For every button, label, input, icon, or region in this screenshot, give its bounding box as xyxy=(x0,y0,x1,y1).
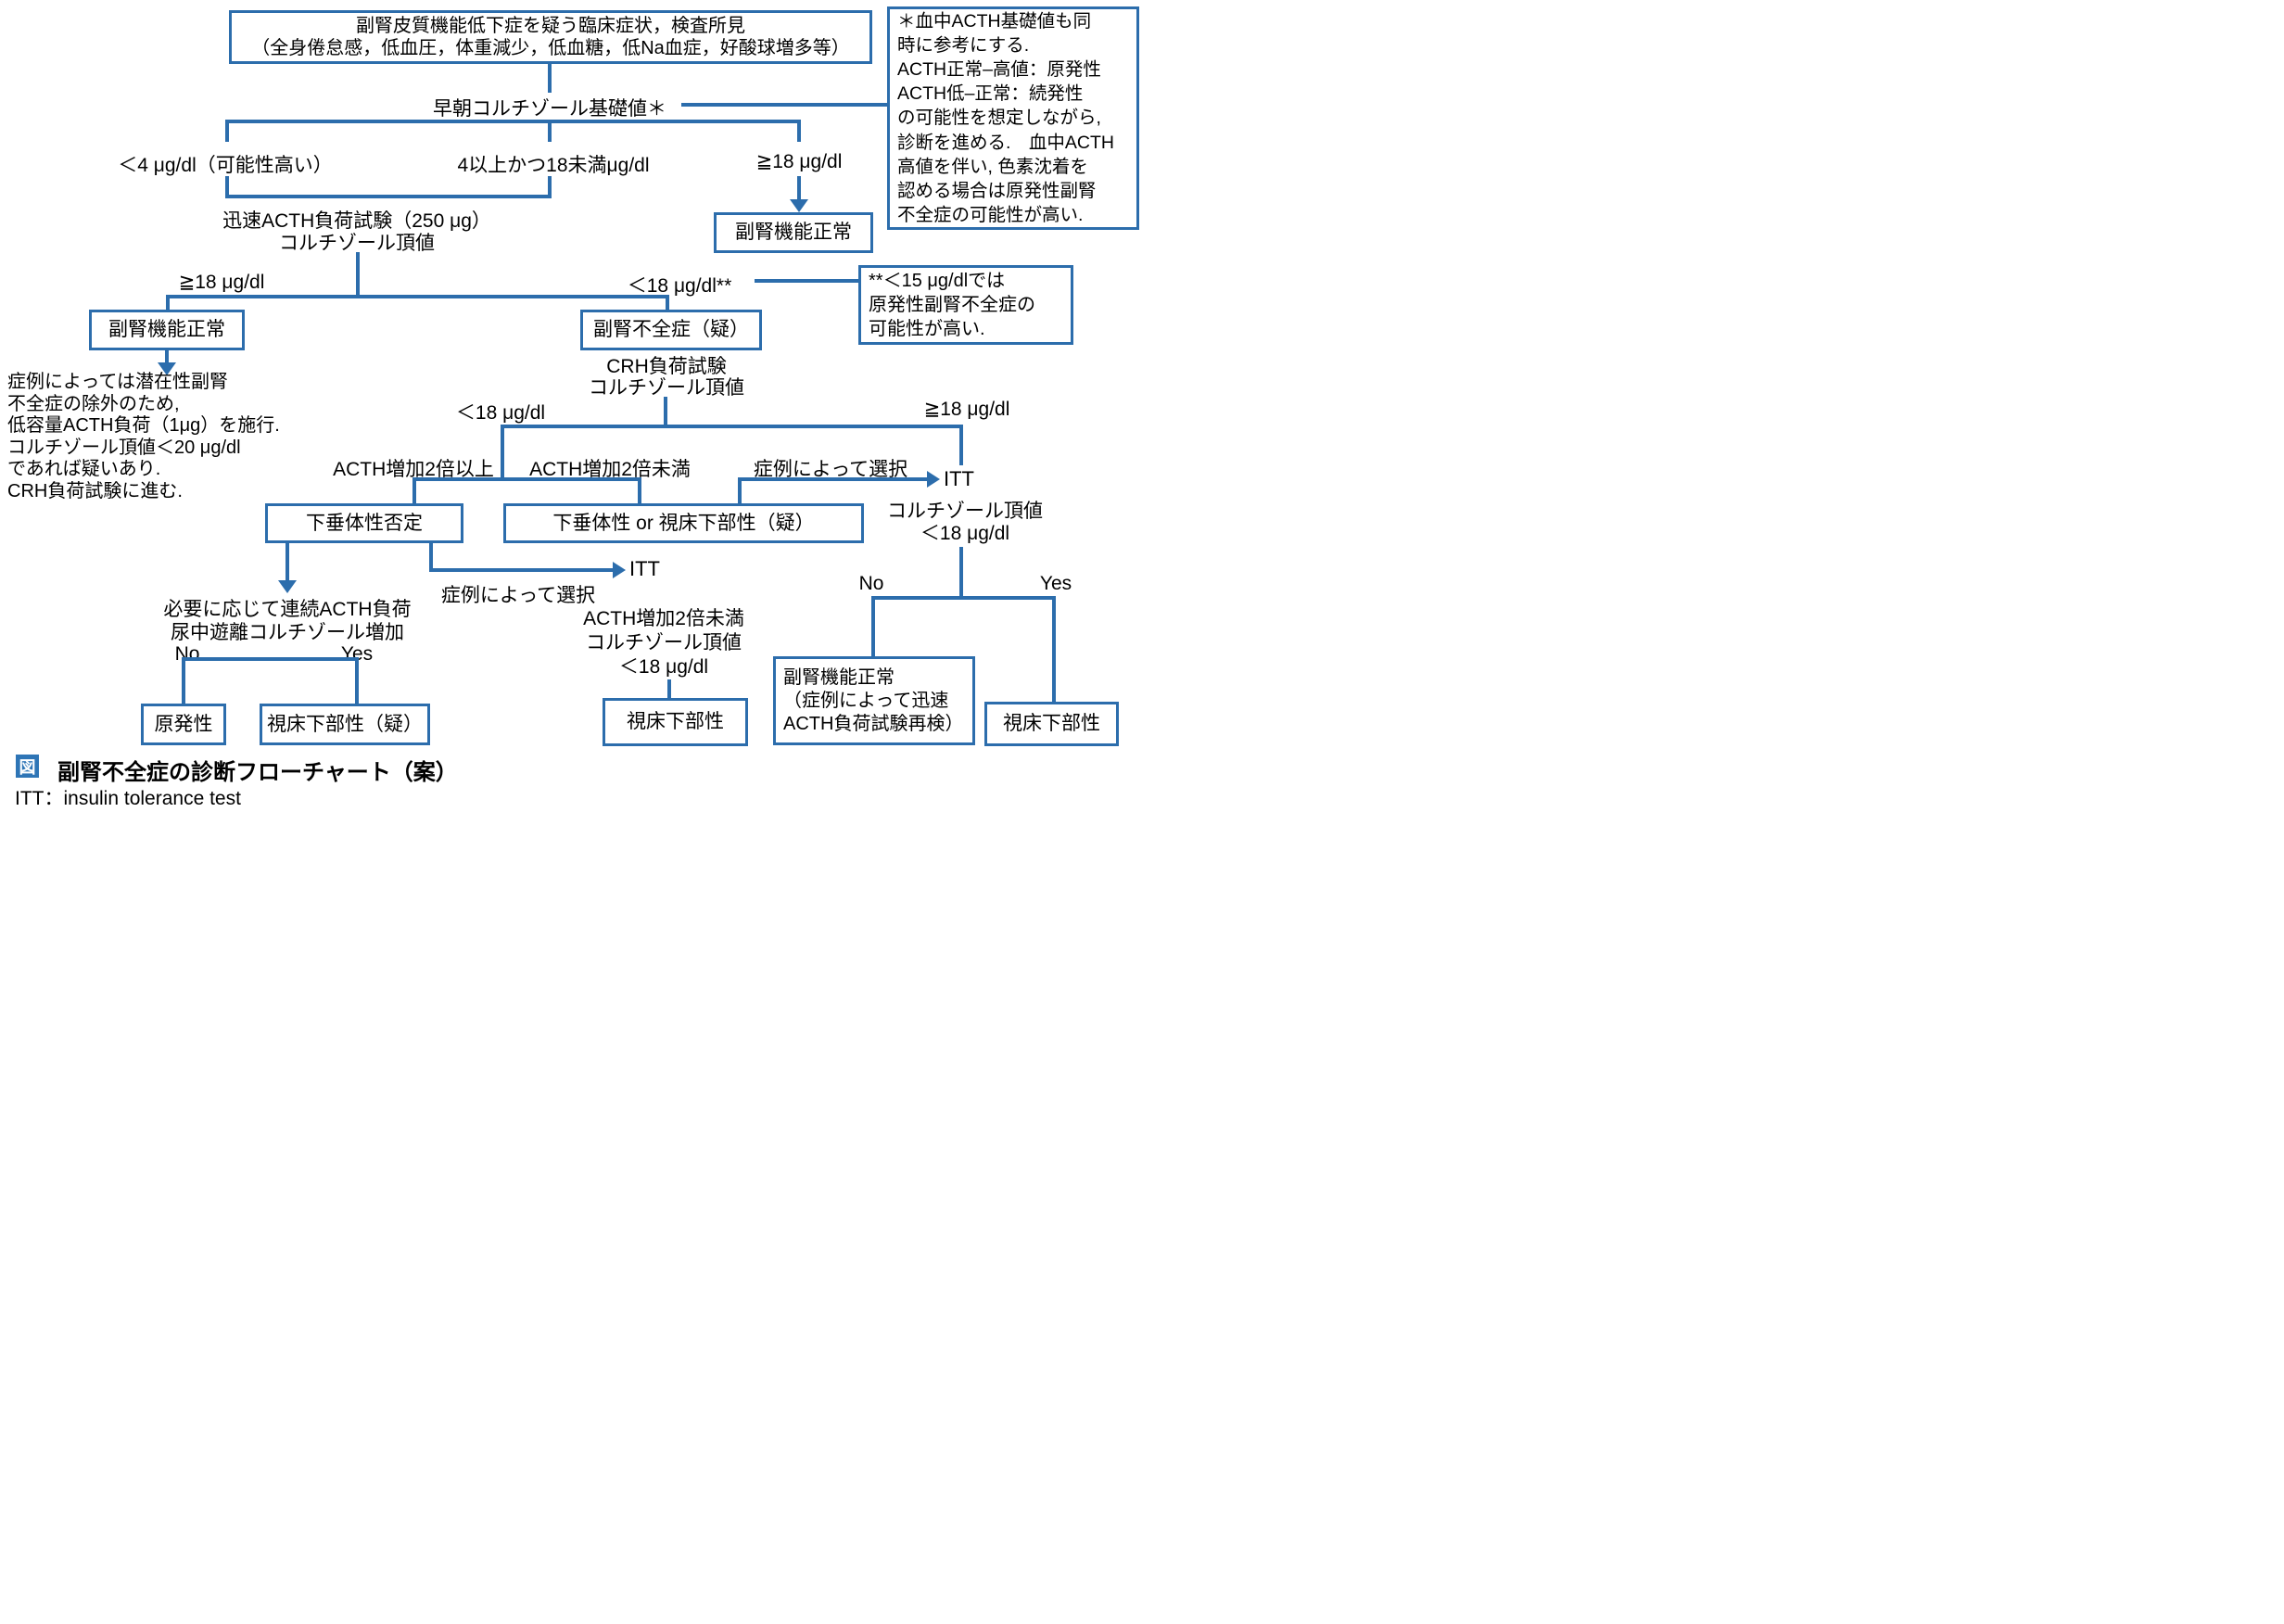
arrowhead-itt1 xyxy=(927,471,940,488)
diagnostic-flowchart: 副腎皮質機能低下症を疑う臨床症状，検査所見 （全身倦怠感，低血圧，体重減少，低血… xyxy=(0,0,1142,812)
figure-badge: 図 xyxy=(16,755,39,778)
itt-result-label: コルチゾール頂値 ＜18 μg/dl xyxy=(887,501,1043,544)
no-2-label: No xyxy=(858,573,884,594)
line-branch3-h xyxy=(501,425,963,428)
line-branch1-h xyxy=(225,120,801,123)
line-u-left xyxy=(225,176,229,198)
acth-lt2-result-label: ACTH増加2倍未満 コルチゾール頂値 ＜18 μg/dl xyxy=(583,608,744,678)
hypothalamic-2-box: 視床下部性 xyxy=(984,702,1119,746)
line-ge18-down xyxy=(797,176,801,200)
acth-gain-ge2-label: ACTH増加2倍以上 xyxy=(333,459,494,480)
yes-2-label: Yes xyxy=(1039,573,1072,594)
hypothalamic-1-box: 視床下部性 xyxy=(603,698,748,746)
rapid-ge18-label: ≧18 μg/dl xyxy=(178,272,265,293)
line-select2-v xyxy=(429,543,433,572)
case-select-2-label: 症例によって選択 xyxy=(440,585,596,606)
line-start-down xyxy=(548,63,552,93)
arrowhead-continuous xyxy=(278,580,297,593)
line-basal-to-note xyxy=(681,103,887,107)
crh-lt18-label: ＜18 μg/dl xyxy=(455,402,546,424)
continuous-acth-label: 必要に応じて連続ACTH負荷 尿中遊離コルチゾール増加 xyxy=(163,599,412,643)
adrenal-normal-2-text: 副腎機能正常 xyxy=(108,319,225,341)
adrenal-normal-2-box: 副腎機能正常 xyxy=(89,310,245,350)
primary-box: 原発性 xyxy=(141,704,226,745)
line-branch2-left xyxy=(166,297,170,310)
itt-2-label: ITT xyxy=(629,557,660,580)
line-select1-h xyxy=(738,477,927,481)
note-lt15-box: **＜15 μg/dlでは 原発性副腎不全症の 可能性が高い. xyxy=(858,265,1073,345)
adrenal-normal-1-box: 副腎機能正常 xyxy=(714,212,873,253)
line-acthlt2-down xyxy=(667,679,671,698)
pituitary-or-hypothalamic-box: 下垂体性 or 視床下部性（疑） xyxy=(503,503,864,543)
crh-ge18-label: ≧18 μg/dl xyxy=(923,399,1010,420)
line-lt18-to-note2 xyxy=(755,279,858,283)
line-branch6-right xyxy=(355,659,359,704)
latent-note-text: 症例によっては潜在性副腎 不全症の除外のため, 低容量ACTH負荷（1μg）を施… xyxy=(7,372,280,501)
line-branch5-right xyxy=(1052,598,1056,702)
line-branch5-h xyxy=(871,596,1056,600)
arrowhead-normal1 xyxy=(790,199,808,212)
branch-lt4-label: ＜4 μg/dl（可能性高い） xyxy=(118,155,333,176)
itt-1-label: ITT xyxy=(944,467,974,490)
line-select1-v xyxy=(738,479,742,503)
line-branch6-left xyxy=(182,659,185,704)
line-pitdenied-down xyxy=(286,543,289,582)
normal-recheck-text: 副腎機能正常 （症例によって迅速 ACTH負荷試験再検） xyxy=(783,666,964,734)
line-branch3-right xyxy=(959,426,963,465)
start-box-line2: （全身倦怠感，低血圧，体重減少，低血糖，低Na血症，好酸球増多等） xyxy=(251,38,850,58)
pituitary-denied-text: 下垂体性否定 xyxy=(306,512,423,534)
line-branch4-h xyxy=(412,477,641,481)
hypothalamic-suspect-text: 視床下部性（疑） xyxy=(267,713,423,735)
note-acth-basal-text: ＊血中ACTH基礎値も同 時に参考にする. ACTH正常–高値：原発性 ACTH… xyxy=(897,10,1115,226)
line-branch2-right xyxy=(666,297,669,310)
line-branch6-h xyxy=(182,657,359,661)
no-1-label: No xyxy=(174,643,200,665)
line-normal2-down xyxy=(165,350,169,364)
arrowhead-itt2 xyxy=(613,562,626,578)
line-branch3-left xyxy=(501,426,504,477)
crh-test-label: CRH負荷試験 コルチゾール頂値 xyxy=(589,356,744,399)
figure-caption: 副腎不全症の診断フローチャート（案） xyxy=(57,760,458,785)
arrowhead-latent xyxy=(158,362,176,375)
note-acth-basal-box: ＊血中ACTH基礎値も同 時に参考にする. ACTH正常–高値：原発性 ACTH… xyxy=(887,6,1139,230)
hypothalamic-2-text: 視床下部性 xyxy=(1003,713,1100,735)
note-lt15-text: **＜15 μg/dlでは 原発性副腎不全症の 可能性が高い. xyxy=(869,271,1035,339)
rapid-acth-label: 迅速ACTH負荷試験（250 μg） コルチゾール頂値 xyxy=(222,210,491,254)
line-branch4-left xyxy=(412,479,416,503)
insufficiency-suspect-text: 副腎不全症（疑） xyxy=(593,319,749,341)
rapid-lt18-label: ＜18 μg/dl** xyxy=(627,275,732,297)
branch-4to18-label: 4以上かつ18未満μg/dl xyxy=(457,155,650,176)
line-branch1-stub-mid xyxy=(548,121,552,142)
line-branch1-stub-left xyxy=(225,121,229,142)
pituitary-denied-box: 下垂体性否定 xyxy=(265,503,463,543)
start-box-line1: 副腎皮質機能低下症を疑う臨床症状，検査所見 xyxy=(356,16,745,36)
line-u-bottom xyxy=(225,195,552,198)
line-branch1-stub-right xyxy=(797,121,801,142)
acth-gain-lt2-label: ACTH増加2倍未満 xyxy=(529,459,691,480)
insufficiency-suspect-box: 副腎不全症（疑） xyxy=(580,310,762,350)
line-branch4-right xyxy=(638,479,641,503)
hypothalamic-suspect-box: 視床下部性（疑） xyxy=(260,704,430,745)
adrenal-normal-1-text: 副腎機能正常 xyxy=(735,222,852,244)
line-branch5-left xyxy=(871,598,875,656)
line-ittresult-down xyxy=(959,547,963,598)
basal-cortisol-label: 早朝コルチゾール基礎値＊ xyxy=(433,98,666,120)
hypothalamic-1-text: 視床下部性 xyxy=(627,711,724,733)
line-u-right xyxy=(548,176,552,198)
line-branch2-h xyxy=(166,295,669,298)
line-crh-down xyxy=(664,397,667,428)
start-box: 副腎皮質機能低下症を疑う臨床症状，検査所見 （全身倦怠感，低血圧，体重減少，低血… xyxy=(229,10,872,64)
normal-recheck-box: 副腎機能正常 （症例によって迅速 ACTH負荷試験再検） xyxy=(773,656,975,745)
branch-ge18-label: ≧18 μg/dl xyxy=(755,151,843,172)
itt-definition: ITT：insulin tolerance test xyxy=(15,788,241,809)
pituitary-or-hypothalamic-text: 下垂体性 or 視床下部性（疑） xyxy=(552,512,815,534)
case-select-1-label: 症例によって選択 xyxy=(753,459,908,480)
primary-text: 原発性 xyxy=(154,713,213,735)
line-select2-h xyxy=(429,568,613,572)
line-rapid-down xyxy=(356,252,360,297)
